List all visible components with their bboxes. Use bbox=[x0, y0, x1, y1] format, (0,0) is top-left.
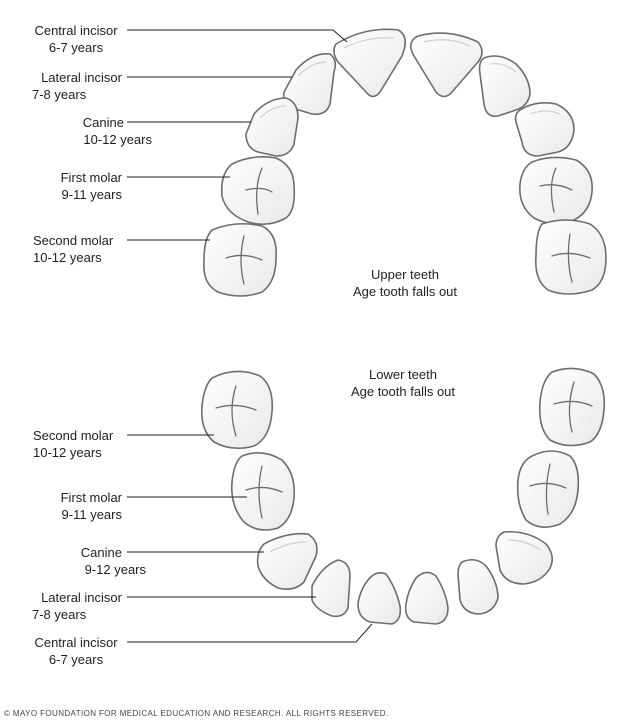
lower-first-molar-label: First molar 9-11 years bbox=[60, 490, 122, 522]
lower-second-molar-label: Second molar 10-12 years bbox=[33, 428, 114, 460]
lower-lateral-incisor-label: Lateral incisor 7-8 years bbox=[32, 590, 122, 622]
lower-central-incisor-right-tooth bbox=[404, 571, 449, 625]
lower-second-molar-left-tooth bbox=[200, 370, 274, 450]
lower-lateral-incisor-left-tooth bbox=[311, 559, 351, 618]
lower-central-incisor-left-tooth bbox=[357, 572, 402, 625]
lower-canine-left-tooth bbox=[256, 532, 318, 590]
upper-central-incisor-leader bbox=[127, 29, 348, 43]
upper-second-molar-label: Second molar 10-12 years bbox=[33, 233, 114, 265]
upper-central-incisor-label: Central incisor 6-7 years bbox=[34, 23, 118, 55]
lower-canine-right-tooth bbox=[495, 530, 554, 585]
upper-canine-right-tooth bbox=[514, 102, 575, 157]
lower-central-incisor-leader bbox=[127, 623, 373, 643]
lower-second-molar-right-tooth bbox=[538, 367, 606, 447]
upper-canine-label: Canine 10-12 years bbox=[82, 115, 152, 147]
lower-first-molar-right-tooth bbox=[516, 450, 580, 528]
upper-canine-left-tooth bbox=[245, 97, 299, 157]
upper-first-molar-left-tooth bbox=[220, 156, 296, 226]
lower-canine-label: Canine 9-12 years bbox=[80, 545, 146, 577]
upper-lateral-incisor-right-tooth bbox=[478, 55, 531, 118]
upper-teeth-caption: Upper teeth Age tooth falls out bbox=[352, 267, 458, 299]
copyright-notice: © MAYO FOUNDATION FOR MEDICAL EDUCATION … bbox=[4, 709, 389, 718]
upper-central-incisor-left-tooth bbox=[333, 28, 406, 98]
upper-central-incisor-right-tooth bbox=[410, 32, 483, 98]
lower-central-incisor-label: Central incisor 6-7 years bbox=[34, 635, 118, 667]
lower-lateral-incisor-right-tooth bbox=[457, 558, 499, 615]
upper-second-molar-left-tooth bbox=[202, 222, 278, 297]
upper-first-molar-right-tooth bbox=[518, 156, 593, 225]
upper-second-molar-right-tooth bbox=[534, 219, 607, 295]
upper-first-molar-label: First molar 9-11 years bbox=[60, 170, 122, 202]
lower-teeth-caption: Lower teeth Age tooth falls out bbox=[350, 367, 456, 399]
lower-first-molar-left-tooth bbox=[230, 452, 296, 531]
upper-lateral-incisor-label: Lateral incisor 7-8 years bbox=[32, 70, 122, 102]
